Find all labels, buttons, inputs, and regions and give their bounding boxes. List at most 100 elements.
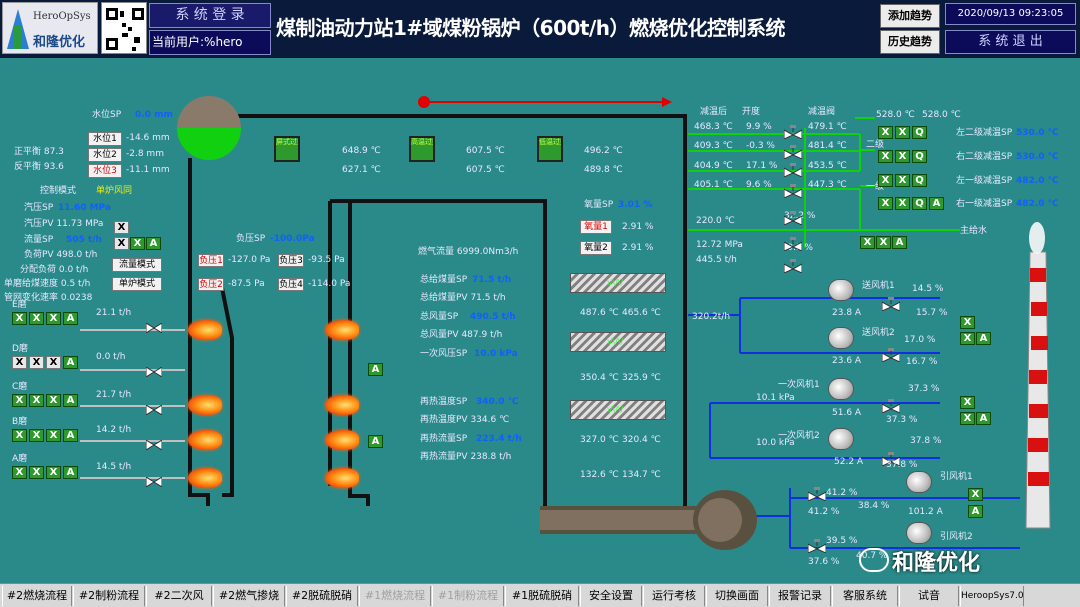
mill-a-button[interactable]: A [63,466,78,479]
sp-x-button[interactable]: X [878,126,893,139]
sp-value[interactable]: 530.0 ℃ [1016,128,1059,138]
mill-x-button[interactable]: X [12,429,27,442]
fan-icon[interactable] [828,279,854,301]
valve-icon[interactable] [783,183,803,199]
high-temp-heater[interactable]: 高温过热器 [409,136,435,162]
rh-temp-sp-value[interactable]: 340.0 ℃ [476,397,519,407]
sp-x-button[interactable]: X [878,174,893,187]
tab-2[interactable]: #2二次风 [146,586,212,606]
water-level-2-button[interactable]: 水位2 [88,148,122,162]
valve-icon[interactable] [783,124,803,140]
pa-a-button[interactable]: A [976,412,991,425]
water-level-1-button[interactable]: 水位1 [88,132,122,146]
o2-sp-value[interactable]: 3.01 % [618,200,653,210]
mill-x-button[interactable]: X [46,394,61,407]
tab-4[interactable]: #2脱硫脱硝 [286,586,358,606]
sp-q-button[interactable]: Q [912,174,927,187]
mill-x-button[interactable]: X [12,356,27,369]
tab-6[interactable]: #1制粉流程 [432,586,504,606]
mill-a-button[interactable]: A [63,394,78,407]
neg-pressure-2-button[interactable]: 负压2 [198,278,224,291]
sf-x2-button[interactable]: X [960,332,975,345]
sf-a-button[interactable]: A [976,332,991,345]
o2-1-button[interactable]: 氧量1 [580,220,612,234]
tab-1[interactable]: #2制粉流程 [73,586,145,606]
flow-mode-button[interactable]: 流量模式 [112,258,162,272]
water-sp-value[interactable]: 0.0 mm [135,110,173,120]
valve-icon[interactable] [783,210,803,226]
sp-x-button[interactable]: X [878,150,893,163]
neg-pressure-1-button[interactable]: 负压1 [198,254,224,267]
valve-icon[interactable] [783,162,803,178]
valve-icon[interactable] [783,144,803,160]
burner-a2-button[interactable]: A [368,435,383,448]
id-a-button[interactable]: A [968,505,983,518]
sp-q-button[interactable]: Q [912,126,927,139]
tab-13[interactable]: 试音 [899,586,959,606]
mill-x-button[interactable]: X [46,429,61,442]
flow-sp-value[interactable]: 505 t/h [66,235,102,245]
sp-x-button[interactable]: X [895,126,910,139]
valve-icon[interactable] [145,472,163,488]
tab-8[interactable]: 安全设置 [580,586,642,606]
tab-11[interactable]: 报警记录 [769,586,831,606]
valve-icon[interactable] [145,318,163,334]
login-button[interactable]: 系 统 登 录 [149,3,271,28]
mill-a-button[interactable]: A [63,356,78,369]
sp-q-button[interactable]: Q [912,197,927,210]
tab-14[interactable]: HeroopSys7.0 [960,586,1024,606]
valve-icon[interactable] [145,400,163,416]
sp-value[interactable]: 530.0 ℃ [1016,152,1059,162]
valve-icon[interactable] [807,538,827,554]
mill-x-button[interactable]: X [46,312,61,325]
sp-value[interactable]: 482.0 ℃ [1016,176,1059,186]
single-mode-button[interactable]: 单炉模式 [112,277,162,291]
pa-x-button[interactable]: X [960,396,975,409]
mode-x-button[interactable]: X [114,221,129,234]
pa-x2-button[interactable]: X [960,412,975,425]
neg-pressure-4-button[interactable]: 负压4 [278,278,304,291]
mill-x-button[interactable]: X [29,466,44,479]
mill-x-button[interactable]: X [29,356,44,369]
rh-flow-sp-value[interactable]: 223.4 t/h [476,434,522,444]
tab-10[interactable]: 切换画面 [706,586,768,606]
neg-pressure-3-button[interactable]: 负压3 [278,254,304,267]
air-sp-value[interactable]: 490.5 t/h [470,312,516,322]
add-trend-button[interactable]: 添加趋势 [880,4,940,28]
fan-icon[interactable] [828,378,854,400]
mill-x-button[interactable]: X [29,429,44,442]
mill-x-button[interactable]: X [46,466,61,479]
fan-icon[interactable] [906,522,932,544]
fw-a-button[interactable]: A [892,236,907,249]
burner-a-button[interactable]: A [368,363,383,376]
fan-icon[interactable] [828,428,854,450]
pa-sp-value[interactable]: 10.0 kPa [474,349,518,359]
tab-3[interactable]: #2燃气掺烧 [213,586,285,606]
mill-x-button[interactable]: X [29,394,44,407]
valve-icon[interactable] [145,362,163,378]
sp-a-button[interactable]: A [929,197,944,210]
id-x-button[interactable]: X [968,488,983,501]
mill-a-button[interactable]: A [63,429,78,442]
sp-x-button[interactable]: X [895,174,910,187]
mode-a-button[interactable]: A [146,237,161,250]
history-trend-button[interactable]: 历史趋势 [880,30,940,54]
pressure-sp-value[interactable]: 11.60 MPa [58,203,111,213]
screen-heater[interactable]: 屏式过热器 [274,136,300,162]
tab-5[interactable]: #1燃烧流程 [359,586,431,606]
mode-x2-button[interactable]: X [114,237,129,250]
neg-sp-value[interactable]: -100.0Pa [270,234,315,244]
valve-icon[interactable] [783,236,803,252]
mode-x3-button[interactable]: X [130,237,145,250]
o2-2-button[interactable]: 氧量2 [580,241,612,255]
exit-button[interactable]: 系 统 退 出 [945,30,1076,54]
sp-x-button[interactable]: X [895,150,910,163]
sp-q-button[interactable]: Q [912,150,927,163]
valve-icon[interactable] [807,486,827,502]
mill-x-button[interactable]: X [12,466,27,479]
sf-x-button[interactable]: X [960,316,975,329]
valve-icon[interactable] [881,347,901,363]
fan-icon[interactable] [828,327,854,349]
sp-x-button[interactable]: X [895,197,910,210]
low-temp-heater[interactable]: 低温过热器 [537,136,563,162]
